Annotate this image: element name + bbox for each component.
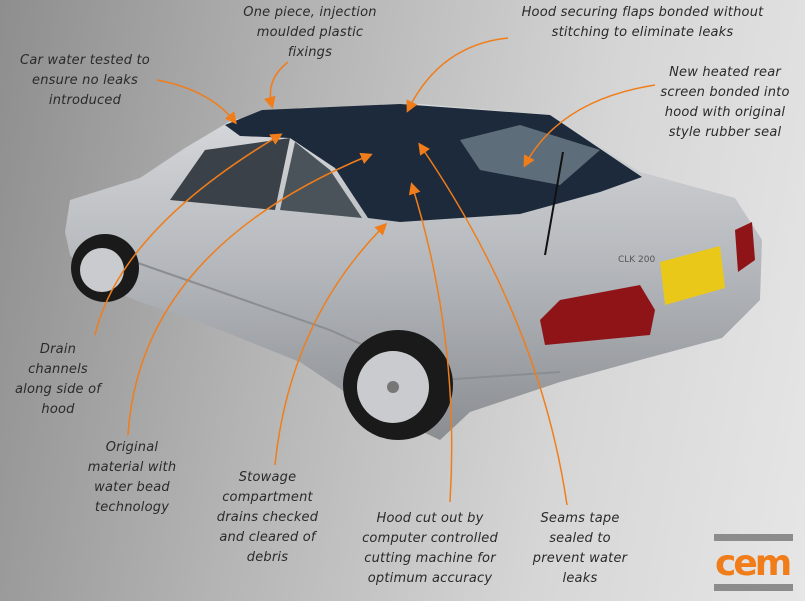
annotation-material: Original material with water bead techno… (87, 440, 177, 515)
cem-logo: cem (714, 534, 793, 591)
annotation-hood-cut: Hood cut out by computer controlled cutt… (362, 511, 498, 586)
annotation-rear-screen: New heated rear screen bonded into hood … (660, 65, 790, 140)
wheels (71, 234, 453, 440)
annotation-stowage: Stowage compartment drains checked and c… (216, 470, 319, 565)
annotation-fixings: One piece, injection moulded plastic fix… (243, 5, 377, 60)
annotation-drain-channels: Drain channels along side of hood (14, 342, 102, 417)
annotation-seams: Seams tape sealed to prevent water leaks (532, 511, 628, 586)
model-badge: CLK 200 (618, 255, 656, 265)
svg-text:cem: cem (715, 543, 790, 584)
soft-top-hood (170, 104, 642, 256)
annotation-flaps: Hood securing flaps bonded without stitc… (521, 5, 764, 40)
annotation-water-tested: Car water tested to ensure no leaks intr… (20, 53, 150, 108)
annotation-arrows (94, 37, 656, 506)
